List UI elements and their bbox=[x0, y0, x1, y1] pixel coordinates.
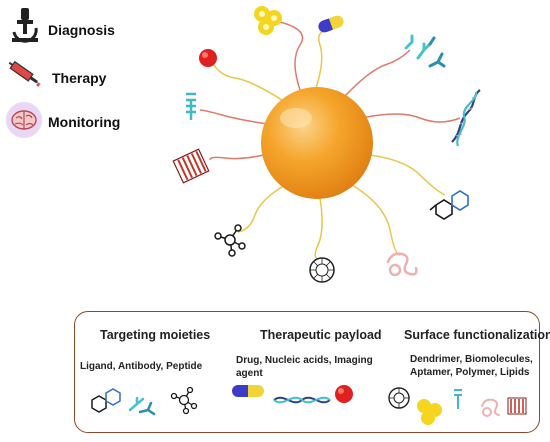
imaging-agent-icon bbox=[335, 385, 353, 403]
drug-capsule-icon bbox=[318, 15, 344, 33]
therapy-label: Therapy bbox=[52, 70, 107, 86]
peptide-icon bbox=[481, 398, 500, 417]
tether bbox=[369, 154, 446, 196]
micelle-icon bbox=[388, 387, 410, 409]
dendrimer-cluster-icon bbox=[254, 6, 282, 35]
syringe-icon bbox=[8, 60, 41, 87]
microscope-icon bbox=[12, 8, 38, 43]
imaging-agent-icon bbox=[199, 49, 217, 67]
tether bbox=[209, 154, 265, 161]
nanoparticle-diagram bbox=[172, 6, 481, 283]
legend-icons bbox=[91, 385, 527, 425]
targeting-moieties-title: Targeting moieties bbox=[100, 328, 211, 342]
polymer-block-icon bbox=[172, 148, 210, 184]
ligand-molecule-icon bbox=[429, 190, 469, 220]
drug-capsule-icon bbox=[232, 385, 264, 397]
antibody-icon bbox=[404, 34, 446, 68]
therapeutic-payload-title: Therapeutic payload bbox=[260, 328, 382, 342]
aptamer-icon bbox=[454, 389, 462, 409]
diagnosis-label: Diagnosis bbox=[48, 22, 115, 38]
tether bbox=[315, 29, 331, 89]
dendrimer-cluster-icon bbox=[417, 399, 442, 425]
brain-icon bbox=[6, 102, 42, 138]
tether bbox=[279, 21, 304, 91]
tether bbox=[344, 49, 411, 97]
monitoring-label: Monitoring bbox=[48, 114, 121, 130]
targeting-moieties-items: Ligand, Antibody, Peptide bbox=[80, 361, 203, 372]
surface-functionalization-title: Surface functionalization bbox=[404, 328, 550, 342]
tether bbox=[237, 184, 286, 233]
nanoparticle-core bbox=[261, 87, 373, 199]
tether bbox=[211, 61, 283, 101]
branched-molecule-icon bbox=[214, 224, 246, 257]
legend-box bbox=[74, 311, 540, 433]
dna-helix-icon bbox=[451, 89, 481, 147]
peptide-icon bbox=[386, 252, 418, 277]
tether bbox=[361, 113, 461, 123]
ligand-molecule-icon bbox=[91, 388, 121, 413]
tether bbox=[351, 184, 401, 256]
surface-functionalization-items: Dendrimer, Biomolecules, Aptamer, Polyme… bbox=[410, 354, 533, 378]
polymer-block-icon bbox=[507, 397, 527, 415]
therapeutic-payload-items: Drug, Nucleic acids, Imaging agent bbox=[236, 355, 373, 379]
tether bbox=[314, 197, 323, 263]
aptamer-icon bbox=[186, 92, 196, 120]
branched-molecule-icon bbox=[170, 386, 198, 415]
antibody-icon bbox=[128, 396, 156, 416]
micelle-icon bbox=[309, 257, 335, 283]
tether bbox=[199, 109, 269, 125]
dna-helix-icon bbox=[273, 396, 331, 404]
